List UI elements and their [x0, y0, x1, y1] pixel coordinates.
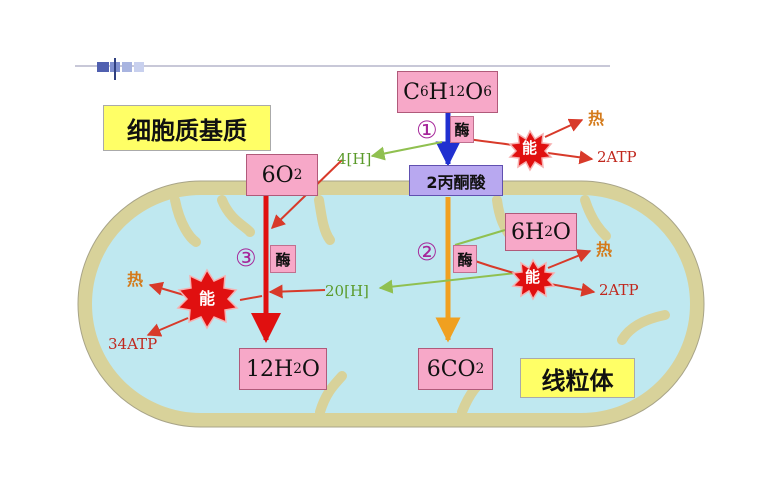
heat-label-stage3: 热: [127, 270, 144, 289]
enzyme-stage1: 酶: [450, 116, 474, 143]
stage3-atp-arrow: [146, 317, 189, 337]
atp-label-stage2: 2ATP: [599, 281, 639, 299]
energy-burst-stage2: [511, 258, 556, 301]
co2-prefix: 6CO: [426, 356, 476, 382]
water-out-prefix: 12H: [246, 356, 294, 382]
water-in-suffix: O: [552, 219, 571, 245]
glucose-h: H: [428, 79, 448, 105]
enzyme-stage3: 酶: [270, 245, 296, 273]
atp-label-stage3: 34ATP: [108, 335, 158, 353]
energy-label-stage3: 能: [199, 289, 216, 308]
stage3-energy-arrow: [239, 295, 263, 301]
atp-label-stage1: 2ATP: [597, 148, 637, 166]
heat-label-stage1: 热: [588, 109, 605, 128]
stage2-number: ②: [416, 238, 438, 266]
hydrogen-stage1-arrow: [370, 141, 443, 161]
pyruvate-box: 2丙酮酸: [409, 165, 503, 196]
water-in-prefix: 6H: [511, 219, 545, 245]
oxygen-text: 6O: [261, 162, 294, 188]
hydrogen-stage2-arrow: [378, 271, 526, 294]
stage1-atp-arrow: [547, 150, 594, 165]
enzyme-stage2: 酶: [453, 245, 477, 273]
glucose-c: C: [403, 79, 420, 105]
mitochondria-label: 线粒体: [520, 358, 635, 398]
stage2-heat-arrow: [547, 249, 592, 269]
hydrogen-to-stage3-arrow: [268, 284, 326, 299]
heat-label-stage2: 热: [596, 240, 613, 259]
header-decoration: [75, 58, 610, 80]
hydrogen-label-stage1: 4[H]: [337, 150, 372, 168]
energy-label-stage1: 能: [522, 139, 538, 157]
stage2-atp-arrow: [549, 282, 596, 297]
water-in-connector: [454, 229, 506, 246]
stage1-heat-arrow: [544, 118, 584, 138]
energy-burst-stage1: [508, 129, 553, 172]
cytoplasm-label: 细胞质基质: [103, 105, 271, 151]
water-out-suffix: O: [301, 356, 320, 382]
energy-label-stage2: 能: [525, 268, 541, 286]
glucose-o: O: [465, 79, 484, 105]
energy-burst-stage3: [176, 268, 239, 330]
hydrogen-label-stage2: 20[H]: [325, 282, 369, 300]
stage3-heat-arrow: [148, 281, 185, 296]
stage1-number: ①: [416, 116, 438, 144]
stage3-number: ③: [235, 244, 257, 272]
